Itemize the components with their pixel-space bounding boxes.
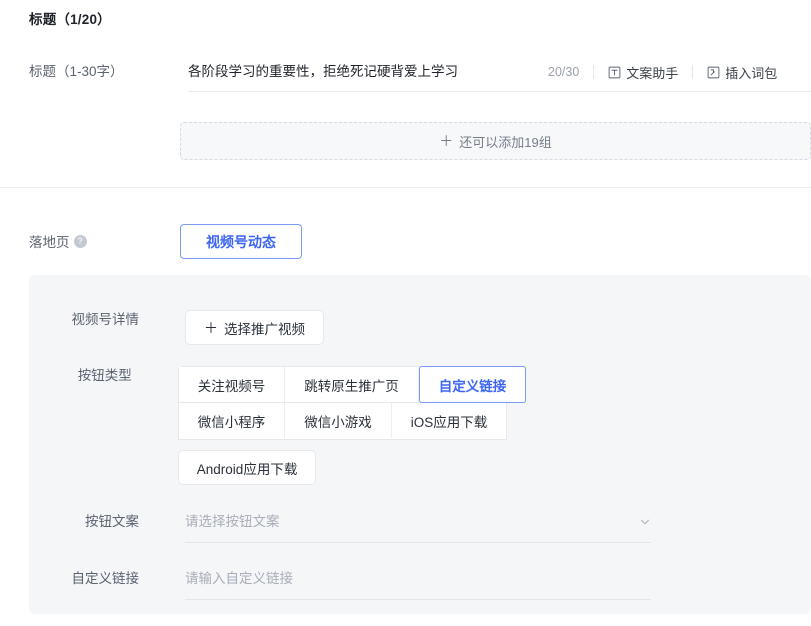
select-promo-video-label: 选择推广视频 bbox=[224, 321, 305, 337]
add-more-groups-label: 还可以添加19组 bbox=[459, 134, 552, 150]
custom-link-input[interactable]: 请输入自定义链接 bbox=[185, 569, 651, 600]
video-detail-control: ＋ 选择推广视频 bbox=[185, 310, 324, 345]
text-assistant-button[interactable]: 文案助手 bbox=[608, 63, 678, 82]
landing-page-panel: 视频号详情 ＋ 选择推广视频 按钮类型 关注视频号 跳转原生推广页 自定义链接 … bbox=[29, 275, 811, 614]
button-type-label: 按钮类型 bbox=[77, 368, 132, 383]
insert-wordpack-button[interactable]: 插入词包 bbox=[707, 63, 777, 82]
button-type-option-ios-download[interactable]: iOS应用下载 bbox=[391, 403, 507, 438]
button-type-group-row3: Android应用下载 bbox=[177, 450, 811, 485]
add-more-groups-button[interactable]: ＋ 还可以添加19组 bbox=[180, 122, 811, 160]
landing-page-label-group: 落地页 ? bbox=[29, 231, 87, 251]
title-input-wrapper[interactable]: 各阶段学习的重要性，拒绝死记硬背爱上学习 20/30 文案助手 bbox=[188, 62, 811, 92]
button-type-group-row2: 微信小程序 微信小游戏 iOS应用下载 bbox=[177, 403, 508, 440]
button-copy-control: 请选择按钮文案 bbox=[185, 512, 651, 543]
chevron-down-icon[interactable] bbox=[639, 516, 651, 528]
text-assistant-icon bbox=[608, 66, 621, 79]
section-title-heading: 标题（1/20） bbox=[29, 12, 111, 27]
section-divider bbox=[0, 187, 811, 188]
title-field-label: 标题（1-30字） bbox=[29, 64, 124, 79]
button-type-control: 关注视频号 跳转原生推广页 自定义链接 微信小程序 微信小游戏 iOS应用下载 … bbox=[177, 366, 811, 485]
button-type-group-row1: 关注视频号 跳转原生推广页 自定义链接 bbox=[177, 366, 527, 403]
row-button-copy: 按钮文案 请选择按钮文案 bbox=[39, 512, 651, 543]
landing-page-label: 落地页 bbox=[29, 235, 70, 250]
plus-icon: ＋ bbox=[204, 319, 218, 336]
insert-wordpack-icon bbox=[707, 66, 720, 79]
custom-link-placeholder: 请输入自定义链接 bbox=[185, 571, 293, 586]
title-row: 标题（1-30字） 各阶段学习的重要性，拒绝死记硬背爱上学习 20/30 文案助… bbox=[29, 62, 811, 92]
row-custom-link: 自定义链接 请输入自定义链接 bbox=[39, 569, 651, 600]
custom-link-label: 自定义链接 bbox=[71, 571, 140, 586]
divider-1 bbox=[593, 65, 595, 79]
title-char-counter: 20/30 bbox=[548, 65, 580, 79]
button-type-option-miniprogram[interactable]: 微信小程序 bbox=[178, 403, 286, 438]
button-copy-placeholder: 请选择按钮文案 bbox=[185, 514, 280, 529]
divider-2 bbox=[692, 65, 694, 79]
insert-wordpack-label: 插入词包 bbox=[725, 65, 778, 81]
button-copy-label: 按钮文案 bbox=[85, 514, 139, 529]
tab-video-account-moments[interactable]: 视频号动态 bbox=[180, 224, 302, 259]
button-type-option-custom-link[interactable]: 自定义链接 bbox=[418, 366, 527, 403]
video-detail-label: 视频号详情 bbox=[71, 312, 140, 327]
plus-icon: ＋ bbox=[439, 133, 454, 149]
row-video-detail: 视频号详情 ＋ 选择推广视频 bbox=[39, 310, 324, 345]
title-input-value[interactable]: 各阶段学习的重要性，拒绝死记硬背爱上学习 bbox=[188, 64, 458, 79]
button-type-option-minigame[interactable]: 微信小游戏 bbox=[285, 403, 392, 438]
button-type-option-native-page[interactable]: 跳转原生推广页 bbox=[285, 367, 419, 402]
help-icon[interactable]: ? bbox=[73, 234, 87, 248]
custom-link-control: 请输入自定义链接 bbox=[185, 569, 651, 600]
button-type-option-android-download[interactable]: Android应用下载 bbox=[177, 450, 317, 485]
button-copy-select[interactable]: 请选择按钮文案 bbox=[185, 512, 651, 543]
select-promo-video-button[interactable]: ＋ 选择推广视频 bbox=[185, 310, 324, 345]
button-type-option-follow[interactable]: 关注视频号 bbox=[178, 367, 286, 402]
row-button-type: 按钮类型 关注视频号 跳转原生推广页 自定义链接 微信小程序 微信小游戏 iOS… bbox=[39, 366, 811, 485]
text-assistant-label: 文案助手 bbox=[626, 65, 679, 81]
